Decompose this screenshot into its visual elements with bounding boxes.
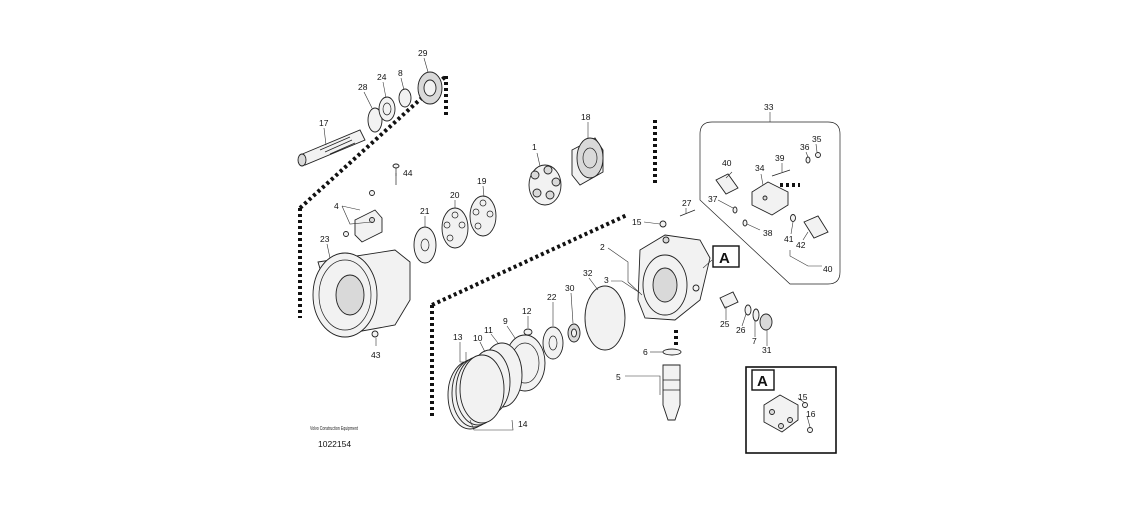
- detail-a-marker: A: [712, 245, 740, 268]
- ring-6: [662, 348, 682, 356]
- callout-44: 44: [403, 168, 413, 178]
- valve-plate-22: [542, 326, 564, 360]
- leader-lines: [323, 57, 822, 431]
- callout-11: 11: [484, 325, 493, 335]
- callout-40b: 40: [823, 264, 833, 274]
- callout-20: 20: [450, 190, 460, 200]
- callout-31: 31: [762, 345, 772, 355]
- ring-41: [790, 214, 796, 222]
- callout-43: 43: [371, 350, 381, 360]
- callout-23: 23: [320, 234, 330, 244]
- solenoid-42-right: [803, 215, 829, 239]
- callout-33: 33: [764, 102, 774, 112]
- drawing-number: 1022154: [318, 439, 351, 449]
- callout-labels: 1 2 3 4 5 6 7 8 9 10 11 12 13 14 15 16 1…: [319, 48, 833, 429]
- callout-4: 4: [334, 201, 339, 211]
- callout-18: 18: [581, 112, 591, 122]
- callout-41: 41: [784, 234, 794, 244]
- footer-brand: Volvo Construction Equipment: [310, 426, 358, 432]
- rotor-group-18: [571, 137, 604, 186]
- valve-shaft-5: [662, 364, 681, 421]
- callout-32: 32: [583, 268, 593, 278]
- retainer-plate-20: [441, 207, 469, 249]
- callout-40: 40: [722, 158, 732, 168]
- ring-8: [398, 88, 412, 108]
- screw-35: [815, 152, 821, 158]
- footer: Volvo Construction Equipment 1022154: [310, 426, 358, 449]
- callout-1: 1: [532, 142, 537, 152]
- valve-assembly-33-frame: [699, 121, 841, 285]
- o-ring-32: [584, 285, 626, 351]
- spring-26: [744, 304, 752, 316]
- callout-30: 30: [565, 283, 575, 293]
- callout-8: 8: [398, 68, 403, 78]
- callout-29: 29: [418, 48, 428, 58]
- callout-25: 25: [720, 319, 730, 329]
- valve-cover-2: [637, 234, 711, 321]
- bolt-39: [771, 169, 791, 177]
- solenoid-40-left: [715, 173, 739, 195]
- callout-14: 14: [518, 419, 528, 429]
- valve-block-34: [751, 181, 789, 216]
- o-ring-37: [732, 206, 738, 214]
- valve-block-4: [343, 190, 383, 243]
- bearing-30: [567, 323, 581, 343]
- thrust-washer-21: [413, 226, 437, 264]
- callout-13: 13: [453, 332, 463, 342]
- ring-36: [805, 156, 811, 164]
- screw-43: [371, 330, 379, 338]
- callout-22: 22: [547, 292, 557, 302]
- callout-24: 24: [377, 72, 387, 82]
- motor-housing-23: [312, 249, 411, 338]
- inset-callout-16: 16: [806, 409, 816, 419]
- callout-35: 35: [812, 134, 822, 144]
- piston-12: [523, 328, 533, 336]
- callout-19: 19: [477, 176, 487, 186]
- callout-2: 2: [600, 242, 605, 252]
- inset-callout-15: 15: [798, 392, 808, 402]
- inset-a-label: A: [757, 373, 768, 390]
- callout-36: 36: [800, 142, 810, 152]
- callout-7: 7: [752, 336, 757, 346]
- plug-25: [719, 291, 739, 309]
- bolt-27: [679, 209, 696, 217]
- callout-3: 3: [604, 275, 609, 285]
- callout-21: 21: [420, 206, 430, 216]
- output-shaft-17: [297, 129, 366, 167]
- bolt-15: [659, 220, 667, 228]
- bolt-44: [392, 163, 400, 185]
- callout-5: 5: [616, 372, 621, 382]
- o-ring-38: [742, 219, 748, 227]
- callout-12: 12: [522, 306, 532, 316]
- cap-31: [759, 313, 773, 331]
- callout-26: 26: [736, 325, 746, 335]
- piston-plate-19: [469, 195, 497, 237]
- callout-17: 17: [319, 118, 329, 128]
- callout-42: 42: [796, 240, 806, 250]
- friction-discs-14: [447, 354, 505, 430]
- spacer-24: [378, 96, 396, 122]
- retaining-ring-28: [367, 107, 383, 133]
- callout-37: 37: [708, 194, 718, 204]
- callout-34: 34: [755, 163, 765, 173]
- cylinder-block-1: [528, 164, 562, 206]
- callout-6: 6: [643, 347, 648, 357]
- callout-38: 38: [763, 228, 773, 238]
- callout-10: 10: [473, 333, 483, 343]
- callout-28: 28: [358, 82, 368, 92]
- callout-39: 39: [775, 153, 785, 163]
- callout-9: 9: [503, 316, 508, 326]
- inset-detail-a: A 15 16: [745, 366, 837, 454]
- callout-27: 27: [682, 198, 692, 208]
- callout-15: 15: [632, 217, 642, 227]
- detail-a-label: A: [719, 250, 730, 267]
- ring-7: [752, 308, 760, 322]
